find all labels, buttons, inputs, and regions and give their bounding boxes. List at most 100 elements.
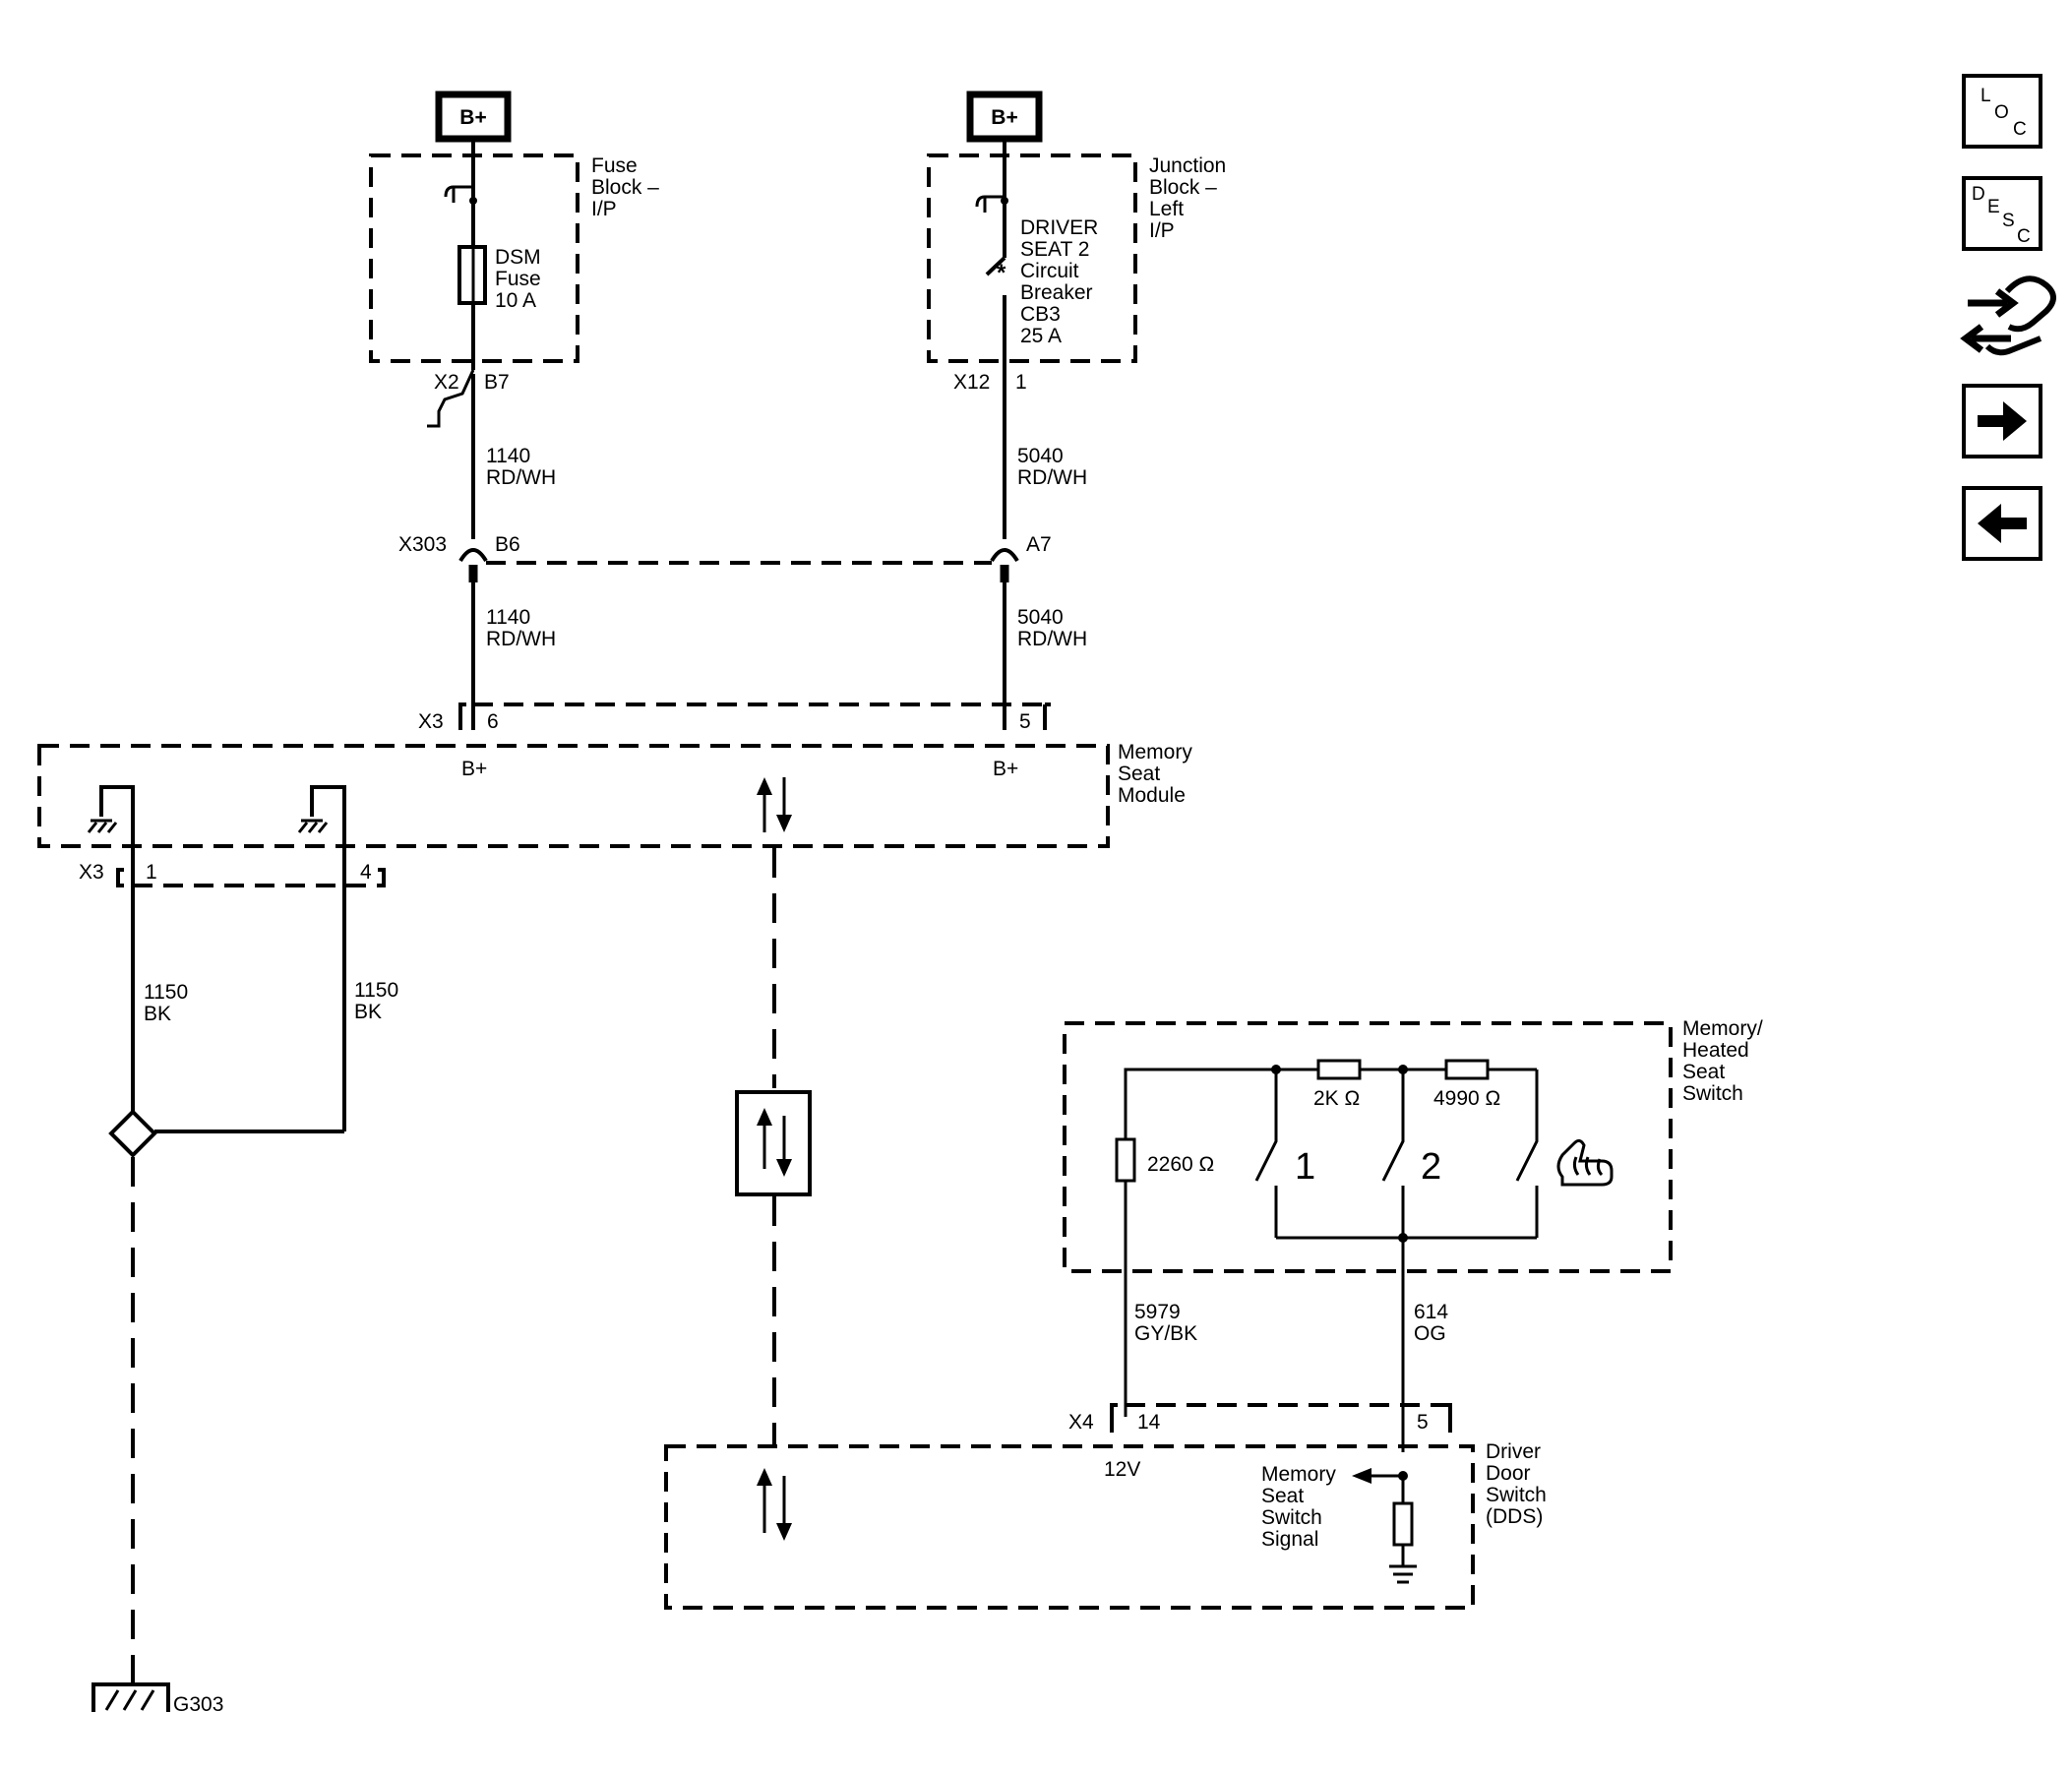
next-arrow-icon[interactable]: [1962, 384, 2042, 458]
x303-right-connector-symbol: [990, 548, 1019, 563]
svg-text:5979: 5979: [1134, 1301, 1181, 1323]
dds-pulldown-resistor: [1392, 1501, 1414, 1547]
svg-text:Door: Door: [1486, 1462, 1531, 1485]
svg-text:S: S: [2002, 211, 2015, 231]
svg-text:RD/WH: RD/WH: [486, 628, 556, 650]
resistor-2260-label: 2260 Ω: [1147, 1153, 1214, 1176]
svg-text:BK: BK: [354, 1001, 382, 1023]
previous-arrow-icon[interactable]: [1962, 486, 2042, 561]
x303-pin-b6: B6: [495, 533, 520, 556]
svg-text:25 A: 25 A: [1020, 325, 1062, 347]
b-plus-right-box: B+: [966, 91, 1043, 143]
svg-text:Heated: Heated: [1682, 1039, 1749, 1062]
svg-text:I/P: I/P: [1149, 219, 1175, 242]
resistor-4990: [1444, 1059, 1490, 1080]
dds-12v-label: 12V: [1104, 1458, 1140, 1481]
svg-text:1150: 1150: [144, 981, 188, 1004]
resistor-2260: [1115, 1137, 1136, 1183]
wire-5979-label: 5979 GY/BK: [1134, 1301, 1197, 1345]
switch-1: [1254, 1069, 1278, 1238]
wire-5040-lower-label: 5040 RD/WH: [1017, 606, 1087, 650]
svg-text:D: D: [1972, 184, 1985, 205]
memory-seat-switch-signal-label: Memory Seat Switch Signal: [1261, 1463, 1336, 1551]
svg-text:Module: Module: [1118, 784, 1186, 807]
svg-text:C: C: [2013, 119, 2027, 140]
heated-seat-icon: [1556, 1138, 1614, 1187]
x2-label: X2: [434, 371, 459, 394]
svg-text:CB3: CB3: [1020, 303, 1061, 326]
svg-text:5040: 5040: [1017, 606, 1064, 629]
circuit-breaker-symbol: [985, 256, 1006, 276]
circuit-breaker-label: DRIVER SEAT 2 Circuit Breaker CB3 25 A: [1020, 216, 1098, 347]
x303-left-connector-symbol: [458, 548, 488, 563]
svg-text:Junction: Junction: [1149, 154, 1226, 177]
msm-bottom-pin-4: 4: [360, 861, 372, 884]
msm-bottom-pin-1: 1: [146, 861, 157, 884]
g303-ground-symbol: [91, 1682, 170, 1712]
memory-seat-module-outline: [37, 744, 1110, 848]
msm-bplus-right: B+: [993, 758, 1018, 780]
x2-pin-label: B7: [484, 371, 510, 394]
svg-text:RD/WH: RD/WH: [1017, 628, 1087, 650]
svg-text:Driver: Driver: [1486, 1440, 1541, 1463]
svg-text:C: C: [2017, 226, 2031, 247]
svg-text:Switch: Switch: [1682, 1082, 1743, 1105]
svg-text:Block –: Block –: [591, 176, 659, 199]
msm-top-connector-label: X3: [418, 710, 444, 733]
svg-text:SEAT 2: SEAT 2: [1020, 238, 1089, 261]
wire-5040-upper-label: 5040 RD/WH: [1017, 445, 1087, 489]
svg-text:RD/WH: RD/WH: [486, 466, 556, 489]
svg-text:1150: 1150: [354, 979, 398, 1002]
svg-text:Block –: Block –: [1149, 176, 1217, 199]
svg-text:Seat: Seat: [1261, 1485, 1304, 1507]
svg-text:DRIVER: DRIVER: [1020, 216, 1098, 239]
svg-text:Switch: Switch: [1261, 1506, 1322, 1529]
memory-heated-seat-switch-name: Memory/ Heated Seat Switch: [1682, 1017, 1763, 1105]
switch-2: [1381, 1069, 1405, 1238]
svg-text:1140: 1140: [486, 445, 530, 467]
bus-tap-symbol-left: [444, 185, 473, 203]
svg-text:Breaker: Breaker: [1020, 281, 1093, 304]
dds-serial-data-arrows: [757, 1468, 792, 1541]
b-plus-left-box: B+: [435, 91, 512, 143]
switch-1-label: 1: [1295, 1146, 1315, 1188]
switch-3: [1515, 1069, 1539, 1238]
svg-text:Memory: Memory: [1118, 741, 1192, 764]
wire-1140-lower-label: 1140 RD/WH: [486, 606, 556, 650]
svg-text:Fuse: Fuse: [495, 268, 541, 290]
svg-text:BK: BK: [144, 1003, 171, 1025]
memory-heated-seat-switch-outline: [1063, 1021, 1673, 1273]
serial-data-box-arrows: [757, 1108, 792, 1177]
svg-text:(DDS): (DDS): [1486, 1505, 1543, 1528]
switch-2-label: 2: [1421, 1146, 1441, 1188]
svg-text:5040: 5040: [1017, 445, 1064, 467]
b-plus-left-label: B+: [459, 106, 486, 129]
wire-1140-upper-label: 1140 RD/WH: [486, 445, 556, 489]
svg-text:I/P: I/P: [591, 198, 617, 220]
svg-text:Signal: Signal: [1261, 1528, 1318, 1551]
svg-text:Circuit: Circuit: [1020, 260, 1079, 282]
x2-connector-symbol: [427, 369, 475, 428]
msm-internal-ground-1: [99, 785, 135, 870]
svg-text:GY/BK: GY/BK: [1134, 1322, 1197, 1345]
x303-pin-a7: A7: [1026, 533, 1052, 556]
splice-diamond: [108, 1109, 157, 1158]
msm-top-pin-5: 5: [1019, 710, 1031, 733]
memory-seat-module-name: Memory Seat Module: [1118, 741, 1192, 807]
desc-button[interactable]: D E S C: [1962, 176, 2042, 251]
svg-text:10 A: 10 A: [495, 289, 536, 312]
resistor-2k-label: 2K Ω: [1313, 1087, 1360, 1110]
g303-label: G303: [173, 1693, 223, 1716]
dds-pin-5: 5: [1417, 1411, 1429, 1434]
svg-text:L: L: [1981, 86, 1991, 106]
wire-614-label: 614 OG: [1414, 1301, 1448, 1345]
svg-text:Seat: Seat: [1118, 763, 1160, 785]
serial-data-box: [735, 1090, 812, 1196]
fuse-block-name: Fuse Block – I/P: [591, 154, 659, 220]
svg-text:Switch: Switch: [1486, 1484, 1547, 1506]
loc-button[interactable]: L O C: [1962, 74, 2042, 149]
msm-bplus-left: B+: [461, 758, 487, 780]
component-view-icon[interactable]: [1960, 275, 2056, 356]
msm-bottom-connector-label: X3: [79, 861, 104, 884]
